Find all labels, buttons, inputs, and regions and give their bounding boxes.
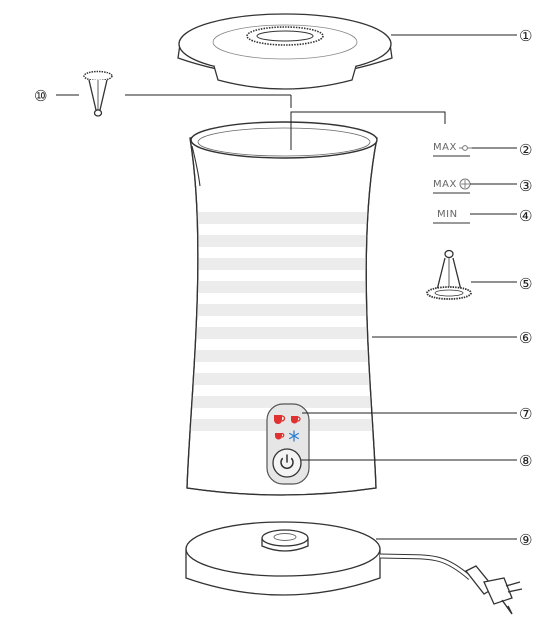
frothing-whisk	[84, 72, 112, 117]
max-froth-level-mark: MAX	[433, 142, 472, 156]
min-level-mark: MIN	[433, 209, 470, 223]
max-heat-level-mark: MAX	[433, 179, 470, 193]
max-heat-label: MAX	[433, 179, 457, 190]
lid	[178, 14, 392, 89]
callout-4: ④	[519, 207, 532, 225]
callout-1: ①	[519, 27, 532, 45]
callout-6: ⑥	[519, 329, 532, 347]
callout-9: ⑨	[519, 531, 532, 549]
callout-7: ⑦	[519, 405, 532, 423]
max-froth-label: MAX	[433, 142, 457, 153]
min-label: MIN	[437, 209, 458, 220]
callout-5: ⑤	[519, 275, 532, 293]
jug-rim	[191, 122, 377, 158]
heat-milk-icon	[460, 179, 470, 189]
callout-2: ②	[519, 141, 532, 159]
heating-disc-whisk	[427, 251, 471, 300]
froth-whisk-icon	[459, 146, 472, 151]
callout-3: ③	[519, 177, 532, 195]
lid-whisk-spring	[247, 27, 323, 45]
callout-8: ⑧	[519, 452, 532, 470]
callout-10: ⑩	[34, 87, 47, 105]
power-button[interactable]	[273, 449, 301, 477]
power-cord	[380, 556, 522, 614]
power-base	[186, 522, 380, 595]
